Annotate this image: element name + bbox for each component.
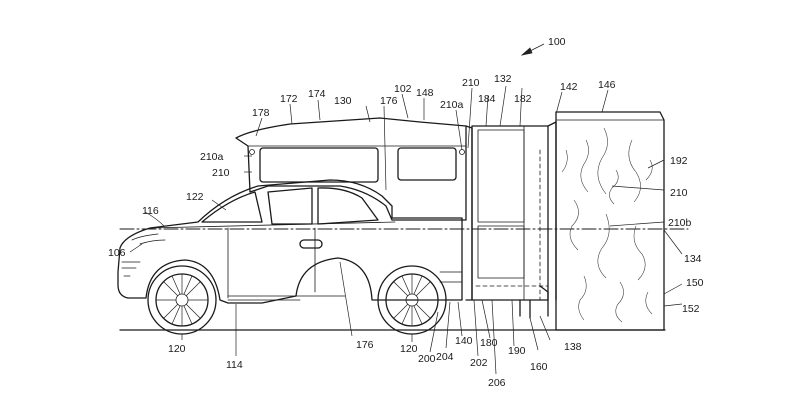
ref-210b: 210: [212, 167, 230, 179]
ref-210b-right: 210b: [668, 217, 692, 229]
ref-106: 106: [108, 247, 126, 259]
ref-174: 174: [308, 88, 326, 100]
ref-180: 180: [480, 337, 498, 349]
ref-140: 140: [455, 335, 473, 347]
ref-100: 100: [548, 36, 566, 48]
ref-172: 172: [280, 93, 298, 105]
ref-152: 152: [682, 303, 700, 315]
ref-138: 138: [564, 341, 582, 353]
ref-130: 130: [334, 95, 352, 107]
ref-116: 116: [142, 205, 159, 217]
ref-184: 184: [478, 93, 496, 105]
ref-114: 114: [226, 359, 243, 371]
ref-120a: 120: [168, 343, 186, 355]
ref-176a: 176: [380, 95, 398, 107]
ref-200: 200: [418, 353, 436, 365]
ref-176b: 176: [356, 339, 374, 351]
ref-202: 202: [470, 357, 488, 369]
ref-146: 146: [598, 79, 616, 91]
ref-102: 102: [394, 83, 412, 95]
rear-wheel: [377, 265, 447, 335]
ref-150: 150: [686, 277, 704, 289]
ref-122: 122: [186, 191, 204, 203]
ref-120b: 120: [400, 343, 418, 355]
connector-module: [471, 121, 557, 319]
ref-190: 190: [508, 345, 526, 357]
camper-shell: [235, 117, 473, 301]
ref-204: 204: [436, 351, 454, 363]
ref-178: 178: [252, 107, 270, 119]
ref-210a-top: 210a: [440, 99, 464, 111]
fixed-structure: [555, 111, 665, 331]
front-wheel: [147, 265, 217, 335]
leader-lines: [129, 43, 683, 375]
ref-192: 192: [670, 155, 688, 167]
ref-182: 182: [514, 93, 532, 105]
ref-206: 206: [488, 377, 506, 389]
ref-210c: 210: [670, 187, 688, 199]
ref-134: 134: [684, 253, 702, 265]
ref-142: 142: [560, 81, 578, 93]
ref-148: 148: [416, 87, 434, 99]
ref-210a: 210: [462, 77, 480, 89]
ref-132: 132: [494, 73, 512, 85]
ref-210a-left: 210a: [200, 151, 224, 163]
ref-160: 160: [530, 361, 548, 373]
vehicle-body: [117, 179, 463, 304]
reference-numerals: 100 102 106 114 116 120 120 122 130 132 …: [108, 36, 704, 389]
